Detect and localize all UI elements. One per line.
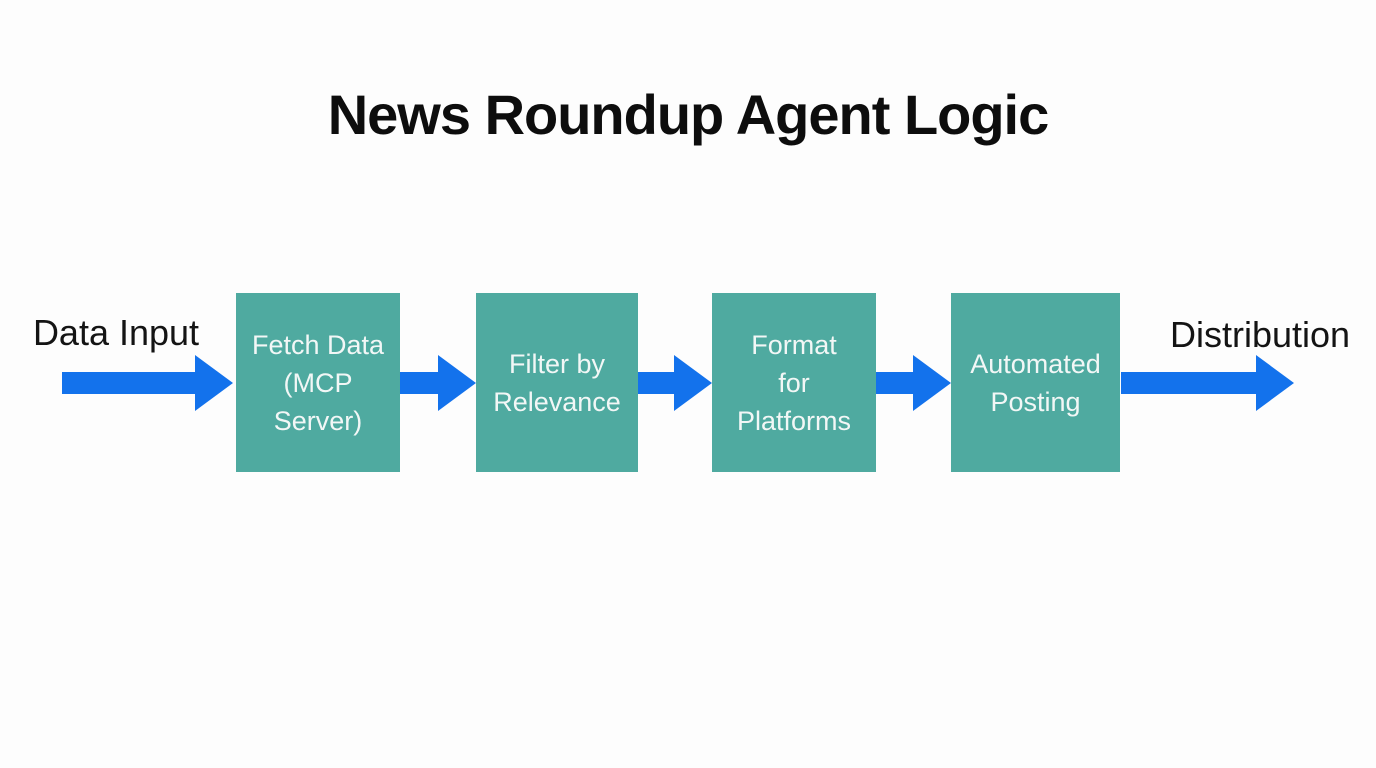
- arrow-shaft: [1121, 372, 1256, 394]
- step-box-fetch-data: Fetch Data (MCP Server): [236, 293, 400, 472]
- diagram-title: News Roundup Agent Logic: [327, 83, 1050, 146]
- arrow-head-icon: [438, 355, 476, 411]
- input-label: Data Input: [32, 312, 200, 353]
- step-box-format-platforms: Format for Platforms: [712, 293, 876, 472]
- arrow-head-icon: [1256, 355, 1294, 411]
- arrow-head-icon: [913, 355, 951, 411]
- arrow-head-icon: [195, 355, 233, 411]
- flow-arrow-3: [876, 355, 951, 411]
- flow-arrow-output: [1121, 355, 1294, 411]
- step-label: Format for Platforms: [736, 329, 852, 436]
- step-label: Automated Posting: [970, 348, 1101, 417]
- arrow-shaft: [400, 372, 438, 394]
- arrow-shaft: [638, 372, 674, 394]
- flow-arrow-2: [638, 355, 712, 411]
- arrow-head-icon: [674, 355, 712, 411]
- step-box-automated-posting: Automated Posting: [951, 293, 1120, 472]
- arrow-shaft: [62, 372, 195, 394]
- step-label: Fetch Data (MCP Server): [251, 329, 385, 436]
- step-label: Filter by Relevance: [493, 348, 621, 417]
- arrow-shaft: [876, 372, 913, 394]
- flow-arrow-input: [62, 355, 233, 411]
- flow-arrow-1: [400, 355, 476, 411]
- output-label: Distribution: [1169, 314, 1351, 355]
- step-box-filter-relevance: Filter by Relevance: [476, 293, 638, 472]
